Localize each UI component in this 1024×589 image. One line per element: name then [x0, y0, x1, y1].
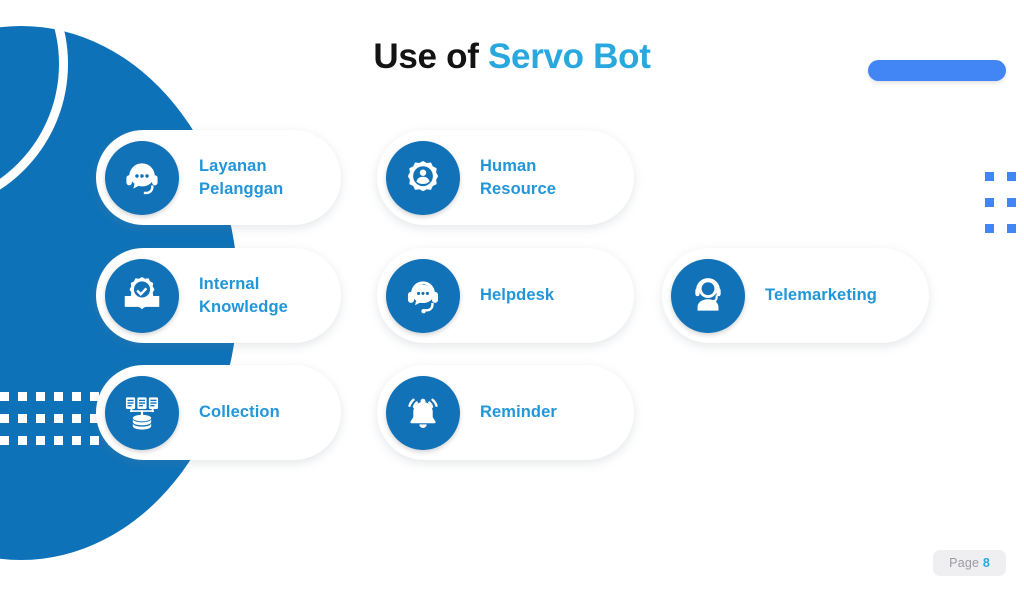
page-title-plain: Use of — [373, 37, 488, 76]
dot — [54, 414, 63, 423]
dot — [1007, 198, 1016, 207]
decor-top-blue-bar — [868, 60, 1006, 81]
dot — [90, 436, 99, 445]
dot — [54, 392, 63, 401]
dot — [54, 436, 63, 445]
dot — [90, 414, 99, 423]
dot — [985, 172, 994, 181]
page-title: Use of Servo Bot — [0, 37, 1024, 77]
page-title-accent: Servo Bot — [487, 37, 651, 76]
headset-chat-icon — [386, 258, 460, 333]
dot — [18, 436, 27, 445]
database-documents-icon — [105, 375, 179, 450]
card-label: Collection — [199, 403, 280, 422]
page-indicator-number: 8 — [982, 556, 990, 570]
card-label: Helpdesk — [480, 286, 555, 305]
card-internal-knowledge[interactable]: Internal Knowledge — [96, 248, 341, 343]
dot — [72, 414, 81, 423]
card-collection[interactable]: Collection — [96, 365, 341, 460]
dot — [0, 392, 9, 401]
dot — [18, 414, 27, 423]
card-layanan-pelanggan[interactable]: Layanan Pelanggan — [96, 130, 341, 225]
page-indicator: Page 8 — [933, 550, 1006, 576]
card-label: Telemarketing — [765, 286, 877, 305]
dot — [18, 392, 27, 401]
dot — [0, 414, 9, 423]
card-label: Reminder — [480, 403, 557, 422]
dot — [985, 198, 994, 207]
card-label: Layanan Pelanggan — [199, 157, 284, 198]
card-telemarketing[interactable]: Telemarketing — [662, 248, 929, 343]
card-label: Human Resource — [480, 157, 557, 198]
dot — [72, 436, 81, 445]
card-helpdesk[interactable]: Helpdesk — [377, 248, 634, 343]
ringing-bell-icon — [386, 375, 460, 450]
dot — [1007, 172, 1016, 181]
page-indicator-label: Page — [949, 556, 980, 570]
dot — [0, 436, 9, 445]
dot — [90, 392, 99, 401]
book-gear-check-icon — [105, 258, 179, 333]
chat-headset-icon — [105, 140, 179, 215]
dot — [1007, 224, 1016, 233]
card-reminder[interactable]: Reminder — [377, 365, 634, 460]
dot — [72, 392, 81, 401]
card-human-resource[interactable]: Human Resource — [377, 130, 634, 225]
dot — [36, 414, 45, 423]
gear-person-icon — [386, 140, 460, 215]
decor-dot-grid-right — [985, 172, 1024, 250]
person-headset-icon — [671, 258, 745, 333]
dot — [36, 436, 45, 445]
dot — [36, 392, 45, 401]
dot — [985, 224, 994, 233]
card-label: Internal Knowledge — [199, 275, 288, 316]
